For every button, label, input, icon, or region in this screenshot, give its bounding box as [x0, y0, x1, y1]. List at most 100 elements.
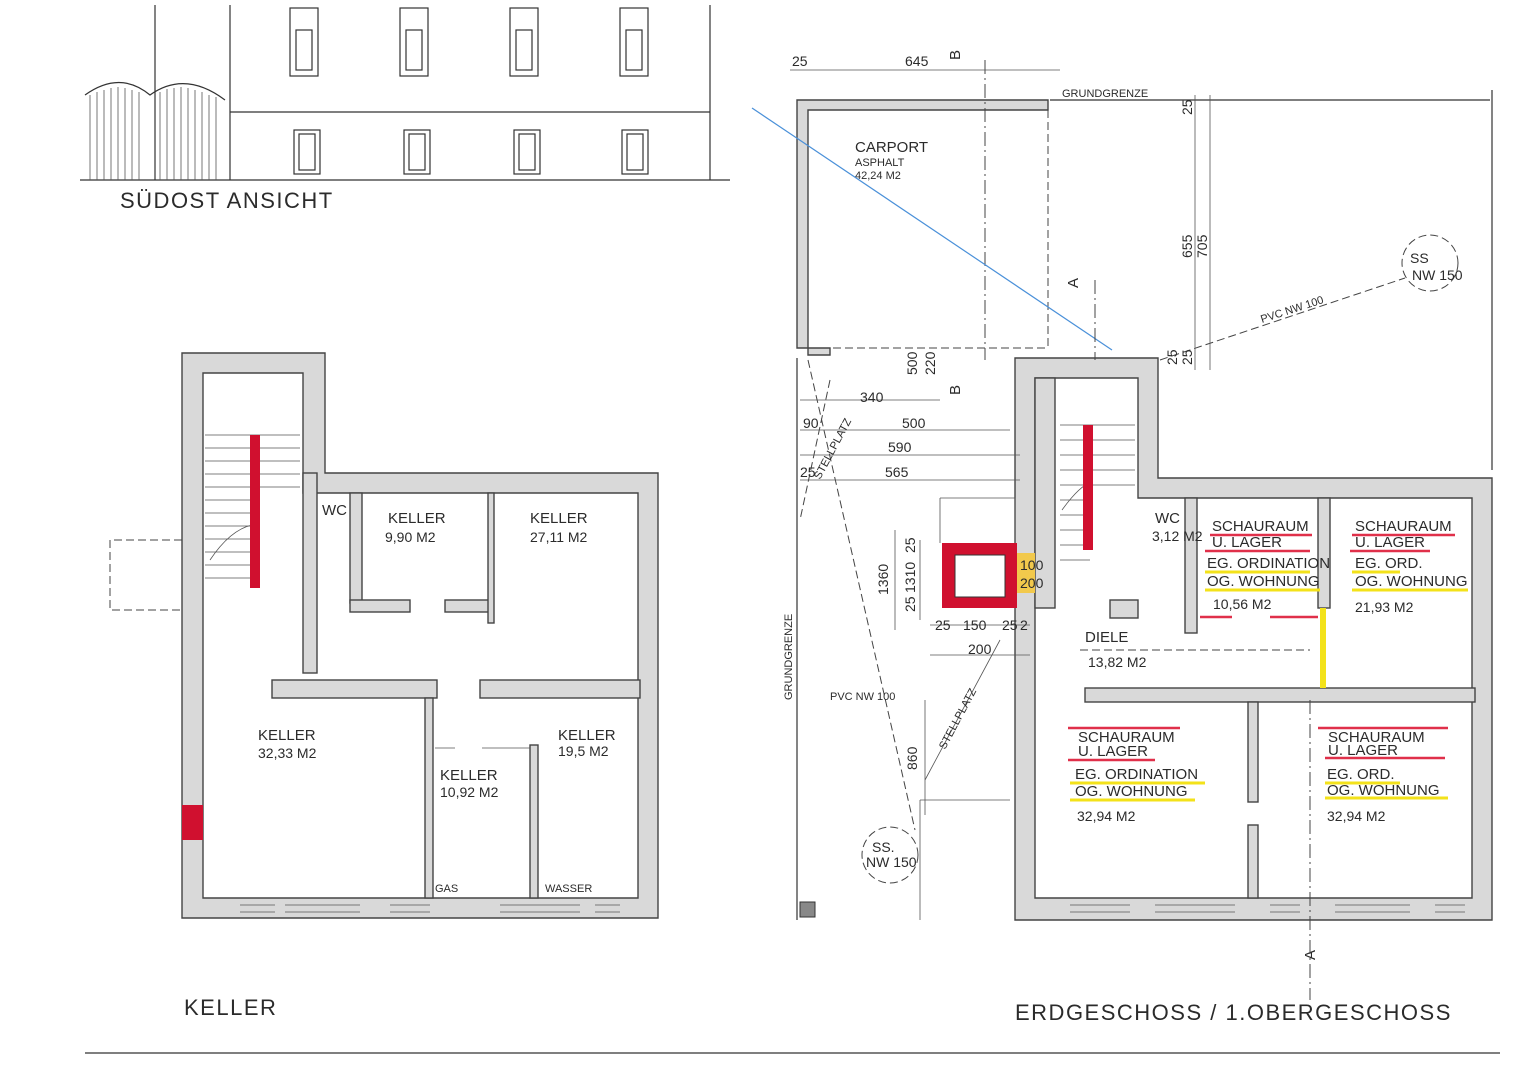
dim-1310: 1310	[902, 562, 918, 593]
section-mark-b-top: B	[947, 50, 964, 60]
chimney-yellow	[1017, 553, 1035, 593]
room-2-line-4: OG. WOHNUNG	[1355, 573, 1468, 590]
basement-room-5-name: KELLER	[558, 727, 616, 744]
room-2-line-3: EG. ORD.	[1355, 555, 1423, 572]
shaft-2-symbol	[861, 826, 919, 884]
pipe-label-1: PVC NW 100	[1259, 294, 1325, 326]
dim-200: 200	[968, 641, 992, 657]
basement-room-1-area: 9,90 M2	[385, 529, 436, 545]
parking-label-2: STELLPLATZ	[937, 686, 979, 751]
basement-room-4-area: 10,92 M2	[440, 784, 499, 800]
basement-room-4-name: KELLER	[440, 767, 498, 784]
dim-590: 590	[888, 439, 912, 455]
carport-surface: ASPHALT	[855, 157, 905, 169]
room-1-line-1: SCHAURAUM	[1212, 518, 1309, 535]
ground-wc-area: 3,12 M2	[1152, 528, 1203, 544]
dim-220: 220	[922, 351, 938, 375]
dim-25-c: 25	[800, 464, 816, 480]
ground-floor-title: ERDGESCHOSS / 1.OBERGESCHOSS	[1015, 1000, 1452, 1025]
showroom-3: SCHAURAUM U. LAGER EG. ORDINATION OG. WO…	[1068, 726, 1205, 824]
room-1-line-4: OG. WOHNUNG	[1207, 573, 1320, 590]
carport-area: 42,24 M2	[855, 170, 901, 182]
elevation-windows	[289, 7, 649, 175]
chimney-dim-1: 100	[1020, 557, 1044, 573]
dim-705: 705	[1194, 234, 1210, 258]
section-mark-b-bottom: B	[947, 385, 964, 395]
basement-red-wall-marker	[182, 805, 203, 840]
dim-500-v: 500	[904, 351, 920, 375]
room-1-area: 10,56 M2	[1213, 596, 1272, 612]
basement-room-1-name: KELLER	[388, 510, 446, 527]
basement-wasser-label: WASSER	[545, 883, 592, 895]
dim-655: 655	[1179, 234, 1195, 258]
room-3-area: 32,94 M2	[1077, 808, 1136, 824]
shaft-1-line-2: NW 150	[1412, 267, 1463, 283]
ground-red-stair-marker	[1083, 425, 1093, 550]
section-mark-a-bottom: A	[1302, 950, 1319, 960]
basement-room-2-area: 27,11 M2	[530, 529, 588, 545]
basement-room-2-name: KELLER	[530, 510, 588, 527]
ground-wc-name: WC	[1155, 510, 1180, 527]
room-1-line-3: EG. ORDINATION	[1207, 555, 1330, 572]
basement-wc-label: WC	[322, 502, 347, 519]
chimney-dim-2: 200	[1020, 575, 1044, 591]
dim-25-g: 25	[1002, 617, 1018, 633]
dim-2: 2	[1020, 617, 1028, 633]
room-4-line-1: SCHAURAUM	[1328, 729, 1425, 746]
dim-645: 645	[905, 53, 929, 69]
elevation-title: SÜDOST ANSICHT	[120, 188, 334, 213]
showroom-2: SCHAURAUM U. LAGER EG. ORD. OG. WOHNUNG …	[1350, 518, 1468, 615]
room-4-line-3: EG. ORD.	[1327, 766, 1395, 783]
room-1-line-2: U. LAGER	[1212, 534, 1282, 551]
yellow-partition	[1320, 608, 1326, 688]
dim-25-right: 25	[1179, 99, 1195, 115]
room-2-line-2: U. LAGER	[1355, 534, 1425, 551]
basement-title: KELLER	[184, 995, 277, 1020]
carport-name: CARPORT	[855, 139, 928, 156]
room-3-line-1: SCHAURAUM	[1078, 729, 1175, 746]
dim-25-f: 25	[935, 617, 951, 633]
room-4-line-2: U. LAGER	[1328, 742, 1398, 759]
showroom-4: SCHAURAUM U. LAGER EG. ORD. OG. WOHNUNG …	[1318, 726, 1448, 824]
room-4-line-4: OG. WOHNUNG	[1327, 782, 1440, 799]
blue-reference-line	[751, 107, 1113, 351]
dim-25-a: 25	[1164, 349, 1180, 365]
diele-name: DIELE	[1085, 629, 1128, 646]
basement-room-3-name: KELLER	[258, 727, 316, 744]
basement-room-3-area: 32,33 M2	[258, 745, 317, 761]
ground-floor-plan: GRUNDGRENZE GRUNDGRENZE CARPORT ASPHALT …	[751, 50, 1493, 1025]
dim-1360: 1360	[875, 564, 891, 595]
showroom-1: SCHAURAUM U. LAGER EG. ORDINATION OG. WO…	[1200, 518, 1330, 619]
section-mark-a-top: A	[1065, 278, 1082, 288]
basement-plan: WC KELLER 9,90 M2 KELLER 27,11 M2 KELLER…	[109, 352, 659, 1020]
diele-area: 13,82 M2	[1088, 654, 1147, 670]
shaft-1-line-1: SS	[1410, 250, 1429, 266]
basement-room-5-area: 19,5 M2	[558, 743, 609, 759]
dim-25-e: 25	[902, 596, 918, 612]
ground-stairs	[1060, 424, 1135, 561]
property-line-label: GRUNDGRENZE	[1062, 88, 1148, 100]
dim-25-top: 25	[792, 53, 808, 69]
room-3-line-4: OG. WOHNUNG	[1075, 783, 1188, 800]
shaft-2-line-1: SS.	[872, 839, 895, 855]
room-3-line-2: U. LAGER	[1078, 743, 1148, 760]
room-3-line-3: EG. ORDINATION	[1075, 766, 1198, 783]
shaft-2-line-2: NW 150	[866, 854, 917, 870]
property-line-label-vertical: GRUNDGRENZE	[783, 614, 795, 700]
dim-500-h: 500	[902, 415, 926, 431]
dim-25-b: 25	[1179, 349, 1195, 365]
basement-red-marker	[250, 435, 260, 588]
pipe-label-2: PVC NW 100	[830, 691, 895, 703]
dim-565: 565	[885, 464, 909, 480]
dim-340: 340	[860, 389, 884, 405]
dim-860: 860	[904, 746, 920, 770]
dimension-lines	[790, 69, 1211, 815]
room-2-area: 21,93 M2	[1355, 599, 1414, 615]
dim-25-d: 25	[902, 537, 918, 553]
southeast-elevation: SÜDOST ANSICHT	[80, 5, 730, 213]
dim-90: 90	[803, 415, 819, 431]
shaft-1-symbol	[1401, 234, 1459, 292]
room-4-area: 32,94 M2	[1327, 808, 1386, 824]
room-2-line-1: SCHAURAUM	[1355, 518, 1452, 535]
